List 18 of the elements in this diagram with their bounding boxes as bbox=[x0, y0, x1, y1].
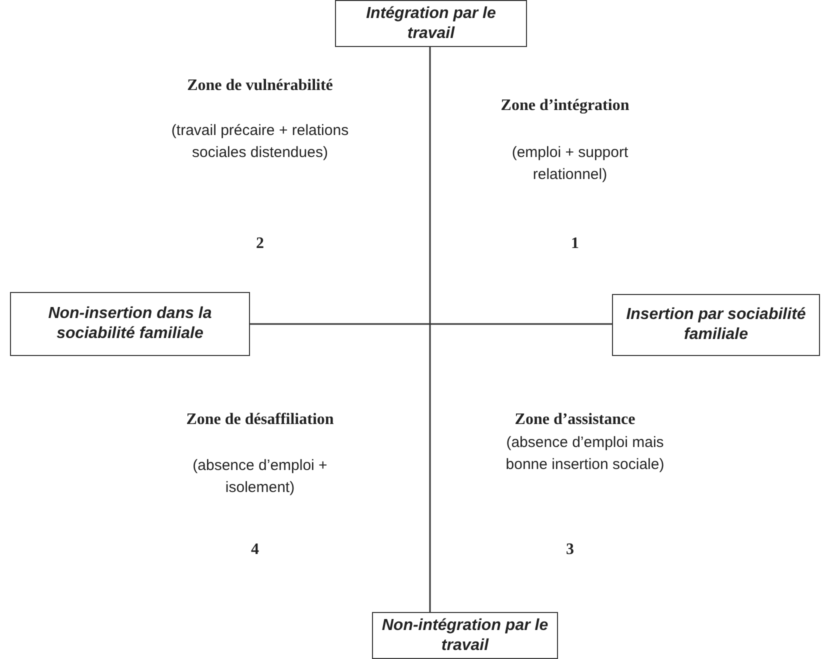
zone-heading: Zone d’assistance bbox=[514, 410, 636, 430]
zone-heading: Zone d’intégration bbox=[500, 96, 630, 116]
zone-description: (travail précaire + relations sociales distendues) bbox=[170, 121, 350, 163]
zone-description: (emploi + support relationnel) bbox=[510, 143, 630, 185]
axis-label-box: Insertion par sociabilité familiale bbox=[612, 294, 820, 356]
zone-heading: Zone de désaffiliation bbox=[185, 410, 335, 430]
axis-label-box: Non-intégration par le travail bbox=[372, 612, 558, 659]
axis-line bbox=[429, 47, 431, 612]
zone-number: 1 bbox=[570, 234, 580, 254]
zone-number: 4 bbox=[250, 540, 260, 560]
zone-number: 3 bbox=[565, 540, 575, 560]
zone-description: (absence d’emploi + isolement) bbox=[192, 456, 328, 498]
axis-line bbox=[250, 323, 612, 325]
axis-label-box: Intégration par le travail bbox=[335, 0, 527, 47]
axis-label-box: Non-insertion dans la sociabilité familiale bbox=[10, 292, 250, 356]
zone-heading: Zone de vulnérabilité bbox=[186, 76, 334, 96]
zone-number: 2 bbox=[255, 234, 265, 254]
zone-description: (absence d’emploi mais bonne insertion sociale) bbox=[504, 433, 666, 475]
